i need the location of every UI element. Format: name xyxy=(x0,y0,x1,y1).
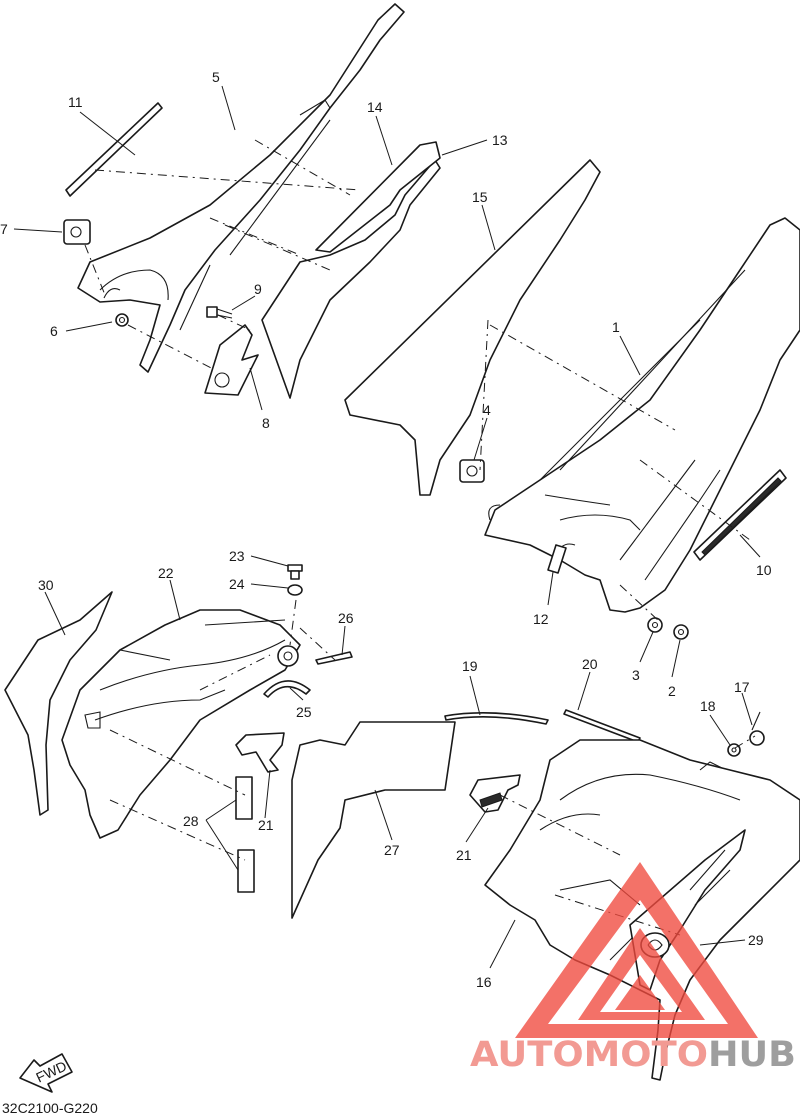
callout-23: 23 xyxy=(229,548,245,564)
watermark-auto-text: AUTOMOTO xyxy=(470,1035,708,1075)
part-20-strip xyxy=(563,709,641,743)
part-6-screw xyxy=(115,313,129,327)
callout-3: 3 xyxy=(632,667,640,683)
callout-15: 15 xyxy=(472,189,488,205)
callout-28: 28 xyxy=(183,813,199,829)
callout-8: 8 xyxy=(262,415,270,431)
part-4-clip xyxy=(459,459,485,483)
part-26-strip xyxy=(315,651,353,665)
callout-13: 13 xyxy=(492,132,508,148)
part-11-strip xyxy=(65,102,163,197)
callout-18: 18 xyxy=(700,698,716,714)
part-28-pad-lower xyxy=(237,849,255,893)
callout-5: 5 xyxy=(212,69,220,85)
callout-11: 11 xyxy=(68,94,83,110)
part-8-bracket xyxy=(204,324,259,396)
callout-25: 25 xyxy=(296,704,312,720)
part-9-bolt xyxy=(206,306,233,319)
watermark-logo xyxy=(515,862,758,1038)
part-3-washer xyxy=(647,617,663,633)
callout-10: 10 xyxy=(756,562,772,578)
part-23-screw xyxy=(287,564,303,580)
callout-4: 4 xyxy=(483,402,491,418)
callout-17: 17 xyxy=(734,679,750,695)
callout-7: 7 xyxy=(0,221,8,237)
diagram-code: 32C2100-G220 xyxy=(2,1100,98,1116)
watermark-hub-text: HUB xyxy=(708,1035,796,1075)
part-7-clip xyxy=(63,219,91,245)
part-27-inner-panel xyxy=(291,721,456,919)
part-17-bolt xyxy=(749,711,765,746)
part-21-clip-right xyxy=(469,774,521,813)
part-14-strip xyxy=(315,141,441,253)
part-12-tab xyxy=(547,544,567,574)
part-19-strip xyxy=(444,712,549,725)
part-15-inner-panel xyxy=(344,159,601,496)
callout-24: 24 xyxy=(229,576,245,592)
part-24-washer xyxy=(287,584,303,596)
watermark-triangle-icon xyxy=(515,862,758,1038)
callout-20: 20 xyxy=(582,656,598,672)
part-2-screw xyxy=(673,624,689,640)
callout-1: 1 xyxy=(612,319,620,335)
callout-30: 30 xyxy=(38,577,54,593)
callout-21-right: 21 xyxy=(456,847,472,863)
callout-27: 27 xyxy=(384,842,400,858)
callout-22: 22 xyxy=(158,565,174,581)
part-21-clip-left xyxy=(235,732,285,773)
part-22-fairing xyxy=(61,609,301,839)
callout-9: 9 xyxy=(254,281,262,297)
part-1-main-cover xyxy=(484,217,800,613)
part-25-strip xyxy=(263,680,311,698)
callout-19: 19 xyxy=(462,658,478,674)
callout-26: 26 xyxy=(338,610,354,626)
fwd-arrow-icon: FWD xyxy=(19,1053,73,1093)
callout-21-left: 21 xyxy=(258,817,274,833)
part-5-side-cover xyxy=(77,3,405,373)
callout-29: 29 xyxy=(748,932,764,948)
callout-14: 14 xyxy=(367,99,383,115)
callout-12: 12 xyxy=(533,611,549,627)
callout-2: 2 xyxy=(668,683,676,699)
callout-16: 16 xyxy=(476,974,492,990)
part-28-pad-upper xyxy=(235,776,253,820)
part-30-panel xyxy=(4,591,113,816)
callout-6: 6 xyxy=(50,323,58,339)
